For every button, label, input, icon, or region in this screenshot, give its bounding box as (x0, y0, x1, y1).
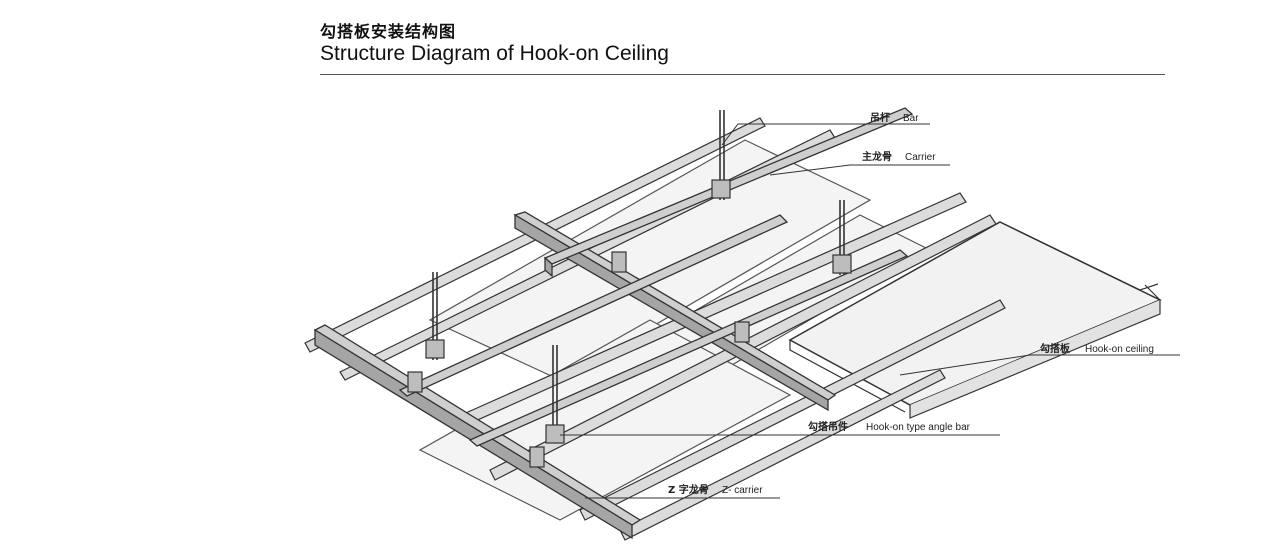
label-zcarrier-en: Z- carrier (722, 485, 763, 496)
title-english: Structure Diagram of Hook-on Ceiling (320, 42, 669, 65)
main-carrier-rails (313, 211, 837, 540)
label-carrier-cn: 主龙骨 (862, 150, 892, 163)
label-bar-cn: 吊杆 (870, 111, 890, 124)
label-bar-en: Bar (903, 113, 919, 124)
title-chinese: 勾搭板安装结构图 (320, 22, 457, 41)
label-hook-ceiling-cn: 勾搭板 (1040, 342, 1071, 355)
angle-bar-hangers (407, 179, 852, 468)
label-zcarrier-cn: Z 字龙骨 (668, 483, 709, 496)
label-carrier-en: Carrier (905, 152, 936, 163)
label-angle-bar-cn: 勾搭吊件 (808, 420, 848, 433)
label-angle-bar-en: Hook-on type angle bar (866, 422, 971, 433)
label-hook-ceiling-en: Hook-on ceiling (1085, 344, 1154, 355)
title-divider (320, 74, 1165, 75)
leader-lines (560, 123, 1180, 499)
